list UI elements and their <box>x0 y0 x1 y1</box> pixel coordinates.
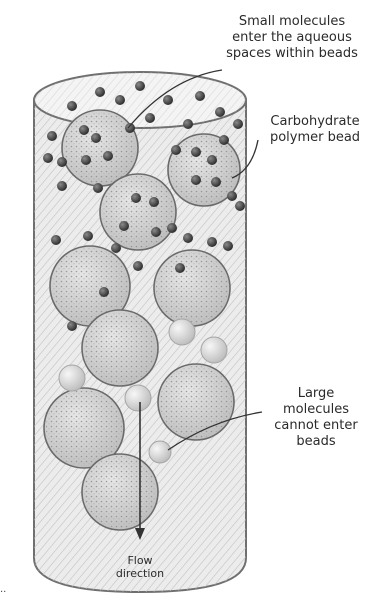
label-line: Small molecules <box>208 14 376 30</box>
small-molecule <box>175 263 185 273</box>
small-molecule <box>93 183 103 193</box>
small-molecule <box>91 133 101 143</box>
small-molecule <box>133 261 143 271</box>
polymer-bead <box>82 310 158 386</box>
small-molecule <box>191 175 201 185</box>
small-molecule <box>145 113 155 123</box>
small-molecule <box>95 87 105 97</box>
label-line: cannot enter <box>262 418 370 434</box>
label-line: spaces within beads <box>208 46 376 62</box>
small-molecule <box>163 95 173 105</box>
small-molecule <box>83 231 93 241</box>
label-line: Flow <box>110 554 170 567</box>
label-flow-direction: Flow direction <box>110 554 170 580</box>
small-molecule <box>167 223 177 233</box>
polymer-bead <box>154 250 230 326</box>
small-molecule <box>131 193 141 203</box>
small-molecule <box>81 155 91 165</box>
label-line: molecules <box>262 402 370 418</box>
small-molecule <box>207 237 217 247</box>
small-molecule <box>151 227 161 237</box>
small-molecule <box>195 91 205 101</box>
small-molecule <box>135 81 145 91</box>
label-large-molecules: Large molecules cannot enter beads <box>262 386 370 450</box>
label-line: direction <box>110 567 170 580</box>
small-molecule <box>119 221 129 231</box>
small-molecule <box>43 153 53 163</box>
polymer-bead <box>82 454 158 530</box>
polymer-bead <box>62 110 138 186</box>
large-molecule <box>201 337 227 363</box>
polymer-bead <box>100 174 176 250</box>
small-molecule <box>67 101 77 111</box>
small-molecule <box>235 201 245 211</box>
small-molecule <box>191 147 201 157</box>
small-molecule <box>233 119 243 129</box>
small-molecule <box>115 95 125 105</box>
small-molecule <box>57 157 67 167</box>
small-molecule <box>103 151 113 161</box>
label-small-molecules: Small molecules enter the aqueous spaces… <box>208 14 376 62</box>
column-top-inner <box>34 72 246 128</box>
small-molecule <box>57 181 67 191</box>
stray-mark: .. <box>0 584 6 595</box>
small-molecule <box>111 243 121 253</box>
large-molecule <box>149 441 171 463</box>
small-molecule <box>227 191 237 201</box>
small-molecule <box>219 135 229 145</box>
large-molecule <box>59 365 85 391</box>
small-molecule <box>67 321 77 331</box>
label-line: Carbohydrate <box>252 114 378 130</box>
label-line: Large <box>262 386 370 402</box>
small-molecule <box>125 123 135 133</box>
large-molecule <box>125 385 151 411</box>
small-molecule <box>47 131 57 141</box>
label-line: polymer bead <box>252 130 378 146</box>
small-molecule <box>211 177 221 187</box>
small-molecule <box>183 233 193 243</box>
small-molecule <box>183 119 193 129</box>
small-molecule <box>149 197 159 207</box>
label-line: beads <box>262 434 370 450</box>
small-molecule <box>223 241 233 251</box>
small-molecule <box>207 155 217 165</box>
small-molecule <box>79 125 89 135</box>
small-molecule <box>171 145 181 155</box>
polymer-bead <box>158 364 234 440</box>
small-molecule <box>51 235 61 245</box>
large-molecule <box>169 319 195 345</box>
small-molecule <box>215 107 225 117</box>
label-line: enter the aqueous <box>208 30 376 46</box>
small-molecule <box>99 287 109 297</box>
label-carbohydrate-bead: Carbohydrate polymer bead <box>252 114 378 146</box>
